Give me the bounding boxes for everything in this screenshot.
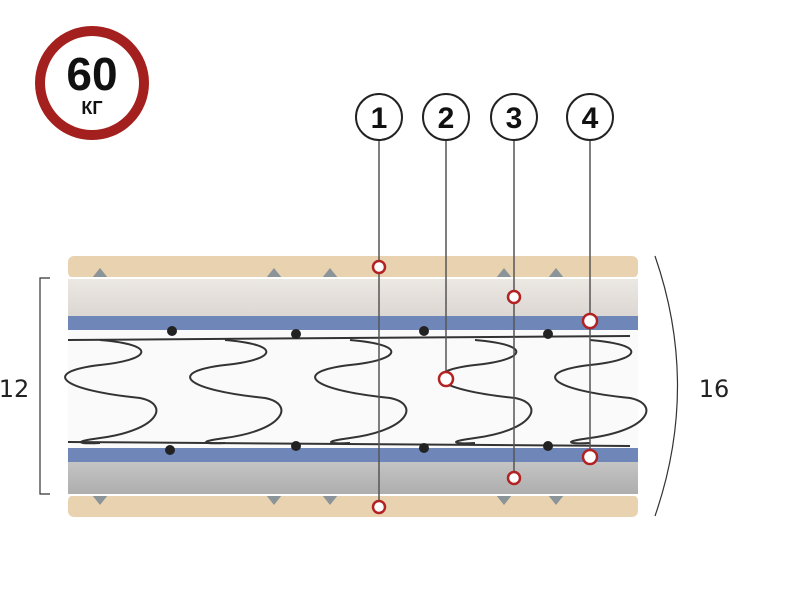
springs <box>64 326 648 455</box>
marker-1-top <box>371 259 387 275</box>
bottom-coconut-layer <box>68 448 638 462</box>
weight-limit-badge: 60 КГ <box>35 26 149 140</box>
marker-1-bottom <box>371 499 387 515</box>
mattress-layers <box>68 256 638 517</box>
top-coconut-layer <box>68 316 638 330</box>
callout-2-label: 2 <box>438 102 455 135</box>
weight-unit: КГ <box>81 98 102 118</box>
callout-2[interactable]: 2 <box>422 93 470 141</box>
inner-height-bracket <box>39 277 50 495</box>
callout-3[interactable]: 3 <box>490 93 538 141</box>
marker-3-top <box>506 289 522 305</box>
inner-height-label: 12 <box>0 375 29 403</box>
callout-4-label: 4 <box>582 102 599 135</box>
marker-4-bottom <box>581 448 599 466</box>
total-height-label: 16 <box>699 375 730 403</box>
total-height-arc <box>654 255 679 517</box>
weight-value: 60 <box>66 48 117 100</box>
spring-block <box>68 330 638 448</box>
bottom-fabric-layer <box>68 495 638 517</box>
top-felt-layer <box>68 278 638 316</box>
callout-1[interactable]: 1 <box>355 93 403 141</box>
marker-2 <box>437 370 455 388</box>
callout-1-label: 1 <box>371 102 388 135</box>
bottom-felt-layer <box>68 462 638 495</box>
marker-4-top <box>581 312 599 330</box>
callout-4[interactable]: 4 <box>566 93 614 141</box>
marker-3-bottom <box>506 470 522 486</box>
top-fabric-layer <box>68 256 638 278</box>
callout-3-label: 3 <box>506 102 523 135</box>
